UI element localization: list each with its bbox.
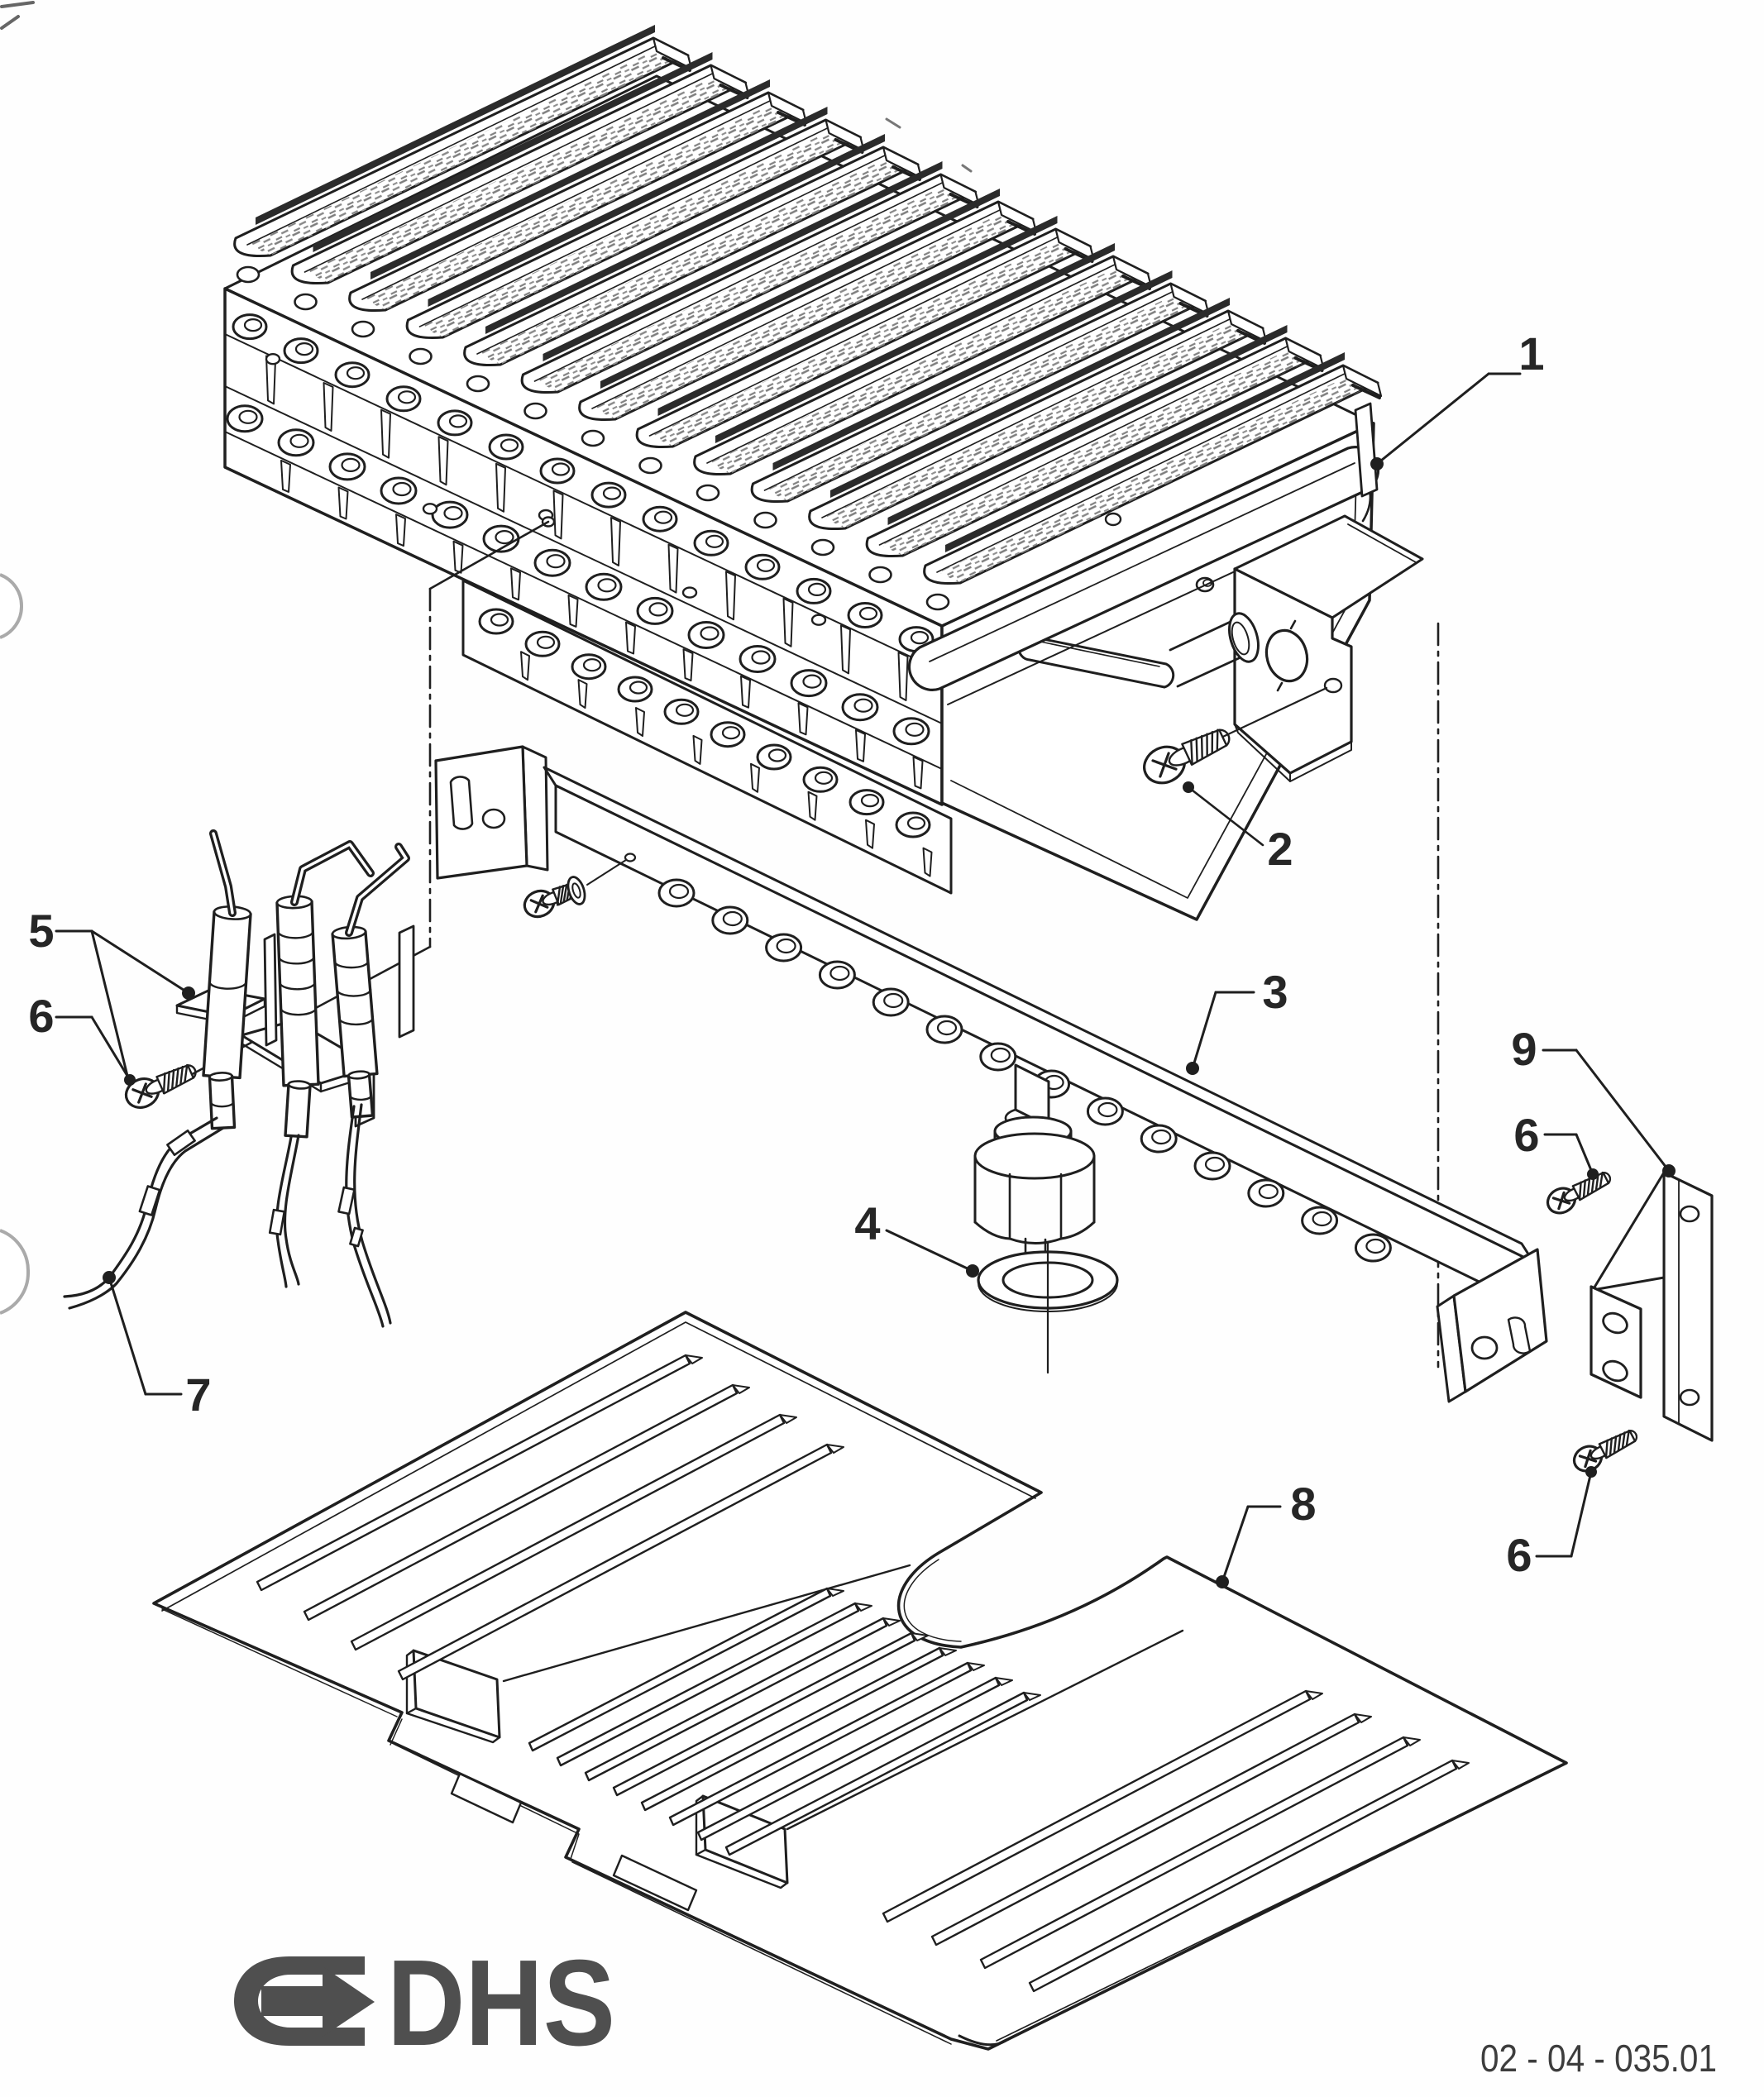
svg-text:2: 2 [1267, 823, 1293, 875]
svg-text:9: 9 [1511, 1023, 1537, 1075]
svg-text:6: 6 [1506, 1529, 1532, 1581]
svg-text:6: 6 [28, 990, 54, 1042]
svg-text:02 - 04 - 035.01: 02 - 04 - 035.01 [1480, 2037, 1717, 2080]
svg-text:8: 8 [1290, 1478, 1316, 1530]
svg-text:DHS: DHS [387, 1935, 615, 2071]
svg-text:4: 4 [854, 1197, 880, 1249]
svg-text:3: 3 [1262, 966, 1288, 1018]
svg-text:5: 5 [28, 905, 54, 957]
svg-text:6: 6 [1513, 1109, 1539, 1161]
svg-text:1: 1 [1518, 327, 1544, 380]
svg-text:7: 7 [185, 1369, 211, 1421]
